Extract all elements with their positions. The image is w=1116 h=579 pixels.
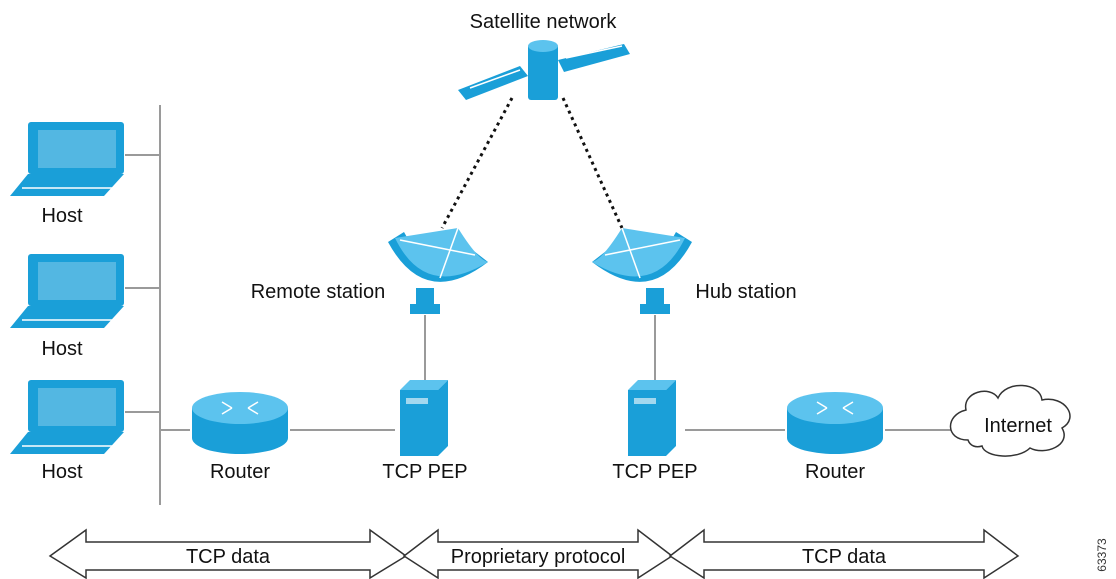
dish-antenna-icon [592,227,692,314]
pep-right-label: TCP PEP [612,461,697,483]
router-icon [787,392,883,454]
pep-right: TCP PEP [612,380,698,483]
remote-station-label: Remote station [251,281,386,303]
host-1: Host [10,122,124,227]
laptop-icon [10,254,124,328]
host-3-label: Host [41,461,83,483]
server-icon [400,380,448,456]
satellite-label: Satellite network [470,11,618,33]
router-right: Router [787,392,883,483]
proprietary-label: Proprietary protocol [451,546,626,568]
router-right-label: Router [805,461,865,483]
router-left: Router [192,392,288,483]
pep-left: TCP PEP [382,380,468,483]
internet-cloud: Internet [949,384,1071,457]
sat-link-remote [440,97,514,229]
dish-antenna-icon [388,227,488,314]
arrow-tcp-data-right [668,528,1020,579]
host-1-label: Host [41,205,83,227]
connection-lines [125,97,955,505]
tcp-data-right-label: TCP data [802,546,887,568]
host-2: Host [10,254,124,360]
router-icon [192,392,288,454]
protocol-arrows: TCP data Proprietary protocol TCP data [48,528,1020,579]
tcp-data-left-label: TCP data [186,546,271,568]
host-3: Host [10,380,124,483]
laptop-icon [10,122,124,196]
remote-station: Remote station [251,227,488,314]
server-icon [628,380,676,456]
cloud-icon [949,384,1071,457]
host-2-label: Host [41,338,83,360]
laptop-icon [10,380,124,454]
hub-station-label: Hub station [695,281,796,303]
sat-link-hub [561,97,624,229]
router-left-label: Router [210,461,270,483]
hub-station: Hub station [592,227,797,314]
internet-label: Internet [984,415,1052,437]
figure-id: 63373 [1095,538,1109,572]
satellite-icon [458,40,630,100]
pep-left-label: TCP PEP [382,461,467,483]
